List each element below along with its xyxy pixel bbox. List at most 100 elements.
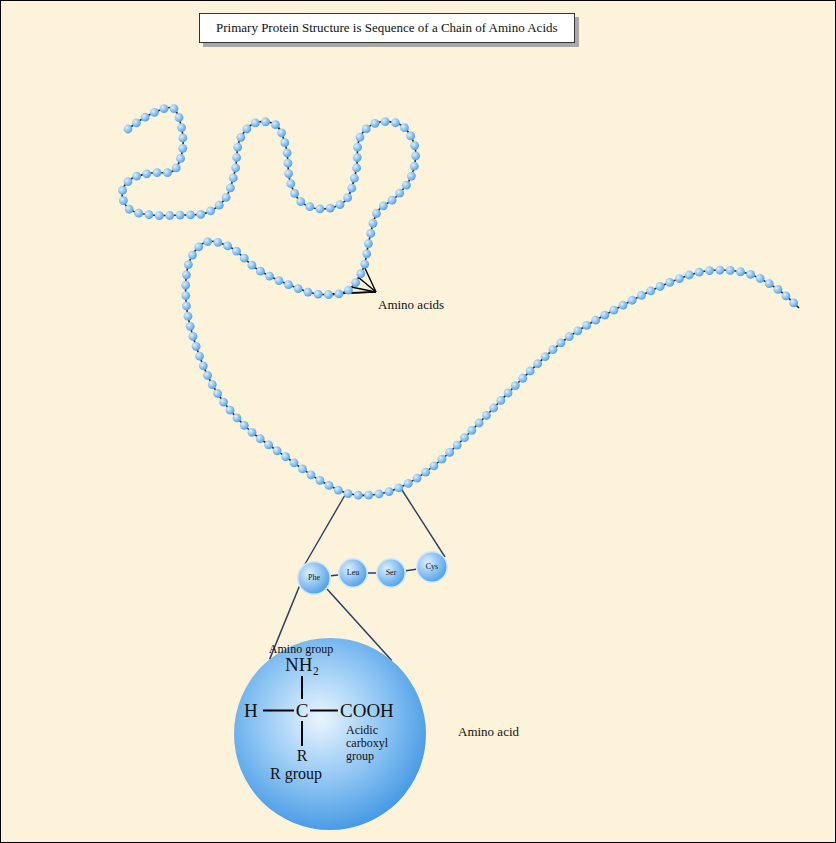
amino-acid-bead <box>132 119 141 128</box>
amino-acid-bead <box>165 211 174 220</box>
residue-circle: Phe <box>297 561 331 595</box>
amino-acid-bead <box>326 204 335 213</box>
amino-acid-bead <box>467 426 476 435</box>
amino-acid-bead <box>219 398 228 407</box>
amino-acid-bead <box>371 119 380 128</box>
amino-acid-bead <box>226 406 235 415</box>
amino-acid-bead <box>379 201 388 210</box>
residue-circle: Ser <box>376 558 406 588</box>
amino-acid-bead <box>203 371 212 380</box>
bond-connector <box>331 574 338 576</box>
amino-acid-bead <box>294 284 303 293</box>
amino-acid-bead <box>356 269 365 278</box>
amino-acid-bead <box>178 134 187 143</box>
amino-acid-bead <box>407 172 416 181</box>
amino-acid-bead <box>199 361 208 370</box>
amino-acid-bead <box>153 168 162 177</box>
amino-acid-bead <box>170 104 179 113</box>
amino-acid-bead <box>334 486 343 495</box>
amino-acid-bead <box>142 169 151 178</box>
amino-acid-bead <box>736 267 745 276</box>
amino-acid-bead <box>248 428 257 437</box>
amino-acid-bead <box>265 272 274 281</box>
amino-acid-bead <box>765 279 774 288</box>
structure-text: COOH <box>340 701 394 720</box>
amino-acid-bead <box>223 241 232 250</box>
amino-acid-bead <box>132 172 141 181</box>
amino-acid-bead <box>438 455 447 464</box>
amino-acid-bead <box>213 238 222 247</box>
amino-acid-bead <box>141 113 150 122</box>
amino-acid-bead <box>375 490 384 499</box>
amino-acid-bead <box>445 448 454 457</box>
amino-acid-bead <box>364 491 373 500</box>
amino-acid-bead <box>549 345 558 354</box>
amino-acid-bead <box>726 266 735 275</box>
amino-acid-bead <box>231 163 240 172</box>
amino-acid-bead <box>404 479 413 488</box>
amino-acid-bead <box>215 201 224 210</box>
leader-line <box>358 277 376 292</box>
amino-acid-bead <box>628 296 637 305</box>
amino-acid-bead <box>305 202 314 211</box>
amino-acid-bead <box>150 108 159 117</box>
structure-text: R <box>297 748 308 764</box>
amino-acid-bead <box>118 186 127 195</box>
amino-acid-bead <box>280 138 289 147</box>
amino-acid-bead <box>582 321 591 330</box>
amino-acid-bead <box>203 237 212 246</box>
amino-acid-bead <box>637 291 646 300</box>
residue-circle: Cys <box>416 551 448 583</box>
amino-acid-bead <box>188 251 197 260</box>
structure-text: H <box>244 701 258 720</box>
circle-fill <box>339 559 367 587</box>
amino-acid-bead <box>344 286 353 295</box>
amino-acid-bead <box>236 133 245 142</box>
amino-acid-bead <box>336 200 345 209</box>
amino-acid-bead <box>213 389 222 398</box>
amino-acid-bead <box>232 247 241 256</box>
amino-acid-bead <box>184 260 193 269</box>
amino-acid-bead <box>182 270 191 279</box>
amino-acid-bead <box>496 396 505 405</box>
amino-acid-bead <box>381 117 390 126</box>
amino-acid-bead <box>222 193 231 202</box>
amino-acid-bead <box>119 196 128 205</box>
amino-acid-bead <box>395 189 404 198</box>
amino-acid-bead <box>541 352 550 361</box>
part-label: Amino acids <box>378 298 444 312</box>
amino-acid-bead <box>275 276 284 285</box>
leader-line <box>301 495 345 571</box>
amino-acid-bead <box>460 433 469 442</box>
structure-text: Acidic carboxyl group <box>346 724 400 763</box>
amino-acid-bead <box>511 381 520 390</box>
amino-acid-bead <box>286 179 295 188</box>
amino-acid-bead <box>482 411 491 420</box>
structure-text: R group <box>270 766 322 782</box>
amino-acid-bead <box>556 339 565 348</box>
amino-acid-bead <box>290 189 299 198</box>
amino-acid-bead <box>251 118 260 127</box>
residue-circle: Leu <box>338 558 368 588</box>
amino-acid-bead <box>685 271 694 280</box>
amino-acid-bead <box>421 468 430 477</box>
structure-text: C <box>296 701 309 720</box>
amino-acid-bead <box>256 434 265 443</box>
amino-acid-bead <box>277 128 286 137</box>
amino-acid-bead <box>186 211 195 220</box>
amino-acid-bead <box>695 268 704 277</box>
amino-acid-bead <box>347 184 356 193</box>
chemical-bond <box>301 676 303 699</box>
amino-acid-bead <box>175 113 184 122</box>
amino-acid-circle: Amino groupNH₂HCCOOHAcidic carboxyl grou… <box>234 638 426 830</box>
circle-fill <box>417 552 447 582</box>
amino-acid-bead <box>411 151 420 160</box>
amino-acid-bead <box>232 153 241 162</box>
amino-acid-bead <box>343 193 352 202</box>
amino-acid-bead <box>256 267 265 276</box>
leader-line <box>402 490 445 557</box>
amino-acid-bead <box>181 291 190 300</box>
amino-acid-bead <box>533 359 542 368</box>
amino-acid-bead <box>155 211 164 220</box>
amino-acid-bead <box>324 290 333 299</box>
